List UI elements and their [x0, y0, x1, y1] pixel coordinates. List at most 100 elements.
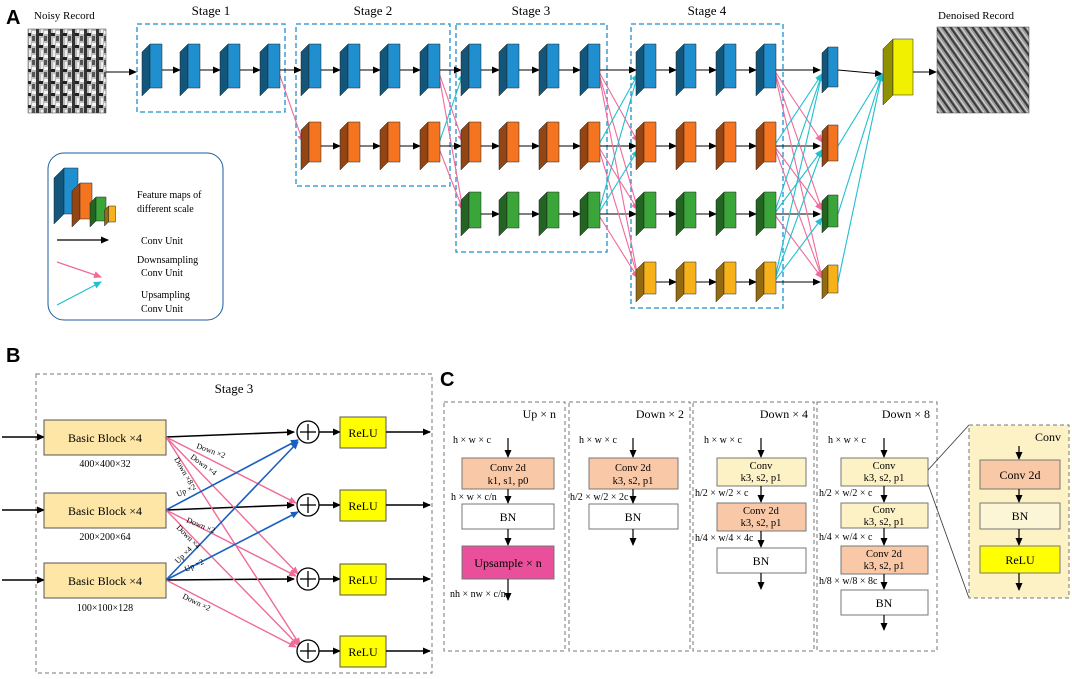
module-up-bn-label: BN — [500, 510, 517, 524]
connection-lines — [106, 66, 937, 286]
cube-s4-r3-1 — [635, 191, 657, 237]
module-up-upsample — [461, 545, 555, 580]
fusion-lines — [165, 428, 301, 648]
module-down8-conv3 — [840, 545, 929, 575]
panel-a-letter: A — [6, 7, 20, 29]
cube-s4-r4-2 — [675, 261, 697, 303]
stage-3-title: Stage 3 — [512, 3, 551, 18]
cube-s4-r2-2 — [675, 121, 697, 171]
module-up-conv-l1: Conv 2d — [490, 463, 527, 474]
module-up-box — [443, 401, 566, 652]
module-up-in: h × w × c — [453, 435, 492, 446]
stage-2-title: Stage 2 — [354, 3, 393, 18]
basic-block-2 — [43, 492, 167, 529]
cube-s1-r1-1 — [141, 43, 163, 97]
cube-s4-r4-3 — [715, 261, 737, 303]
cube-s2-r1-2 — [339, 43, 361, 97]
legend-down-arrow — [56, 261, 102, 279]
cube-s4-r4-4 — [755, 261, 777, 303]
module-down8-mid2: h/4 × w/4 × c — [819, 532, 873, 543]
module-down8-conv2-l2: k3, s2, p1 — [864, 517, 905, 528]
basic-block-2-dims: 200×200×64 — [79, 532, 130, 543]
module-up-upsample-label: Upsample × n — [474, 556, 541, 570]
cube-s1-r1-4 — [259, 43, 281, 97]
relu-4-label: ReLU — [348, 645, 378, 659]
module-down2-in: h × w × c — [579, 435, 618, 446]
cube-s2-r2-3 — [379, 121, 401, 171]
relu-1-label: ReLU — [348, 426, 378, 440]
module-down8-conv3-l1: Conv 2d — [866, 549, 903, 560]
legend-up-label-2: Conv Unit — [141, 304, 183, 315]
module-down8-conv2 — [840, 502, 929, 529]
module-down8-mid3: h/8 × w/8 × 8c — [819, 576, 878, 587]
module-down8-mid1: h/2 × w/2 × c — [819, 488, 873, 499]
cube-s3-r2-3 — [538, 121, 560, 171]
relu-1 — [339, 416, 387, 449]
module-down2-mid: h/2 × w/2 × 2c — [570, 492, 629, 503]
denoised-record-image — [936, 26, 1030, 114]
cube-s4-r1-2 — [675, 43, 697, 97]
denoised-record-label: Denoised Record — [938, 10, 1015, 22]
basic-block-1 — [43, 419, 167, 456]
noisy-record-label: Noisy Record — [34, 10, 95, 22]
stage-1-title: Stage 1 — [192, 3, 231, 18]
legend-down-label-2: Conv Unit — [141, 268, 183, 279]
cube-s3-r2-2 — [498, 121, 520, 171]
cube-s1-r1-2 — [179, 43, 201, 97]
module-down8-in: h × w × c — [828, 435, 867, 446]
module-down4-in: h × w × c — [704, 435, 743, 446]
cube-s4-r3-3 — [715, 191, 737, 237]
cube-s3-r2-1 — [460, 121, 482, 171]
fusion-cube-r3 — [821, 194, 839, 234]
conv-detail-conv2d-label: Conv 2d — [999, 468, 1040, 482]
legend-cube-yellow — [104, 205, 116, 227]
cube-s2-r1-3 — [379, 43, 401, 97]
output-fusion-block — [882, 38, 914, 106]
module-down8-box — [816, 401, 938, 652]
fusion-cube-r2 — [821, 124, 839, 168]
module-down8-conv3-l2: k3, s2, p1 — [864, 561, 905, 572]
cube-s3-r2-4 — [579, 121, 601, 171]
cube-s2-r2-1 — [300, 121, 322, 171]
legend-feature-maps-icon — [53, 167, 116, 228]
cube-s2-r2-4 — [419, 121, 441, 171]
module-up-conv-l2: k1, s1, p0 — [488, 476, 529, 487]
conv-detail-bn — [979, 502, 1061, 530]
conv-detail-relu — [979, 545, 1061, 574]
conv-detail-conv2d — [979, 459, 1061, 490]
conv-detail-relu-label: ReLU — [1005, 553, 1035, 567]
cube-s4-r2-1 — [635, 121, 657, 171]
legend-box — [47, 152, 224, 321]
module-down4-bn-label: BN — [753, 554, 770, 568]
relu-2 — [339, 489, 387, 522]
module-down2-bn-label: BN — [625, 510, 642, 524]
sum-nodes — [296, 420, 320, 663]
cube-s2-r2-2 — [339, 121, 361, 171]
basic-block-3-dims: 100×100×128 — [77, 603, 133, 614]
module-down4-box — [692, 401, 815, 652]
module-down4-conv1-l1: Conv — [750, 461, 774, 472]
module-down8-conv2-l1: Conv — [873, 505, 897, 516]
cube-s4-r4-1 — [635, 261, 657, 303]
basic-block-2-label: Basic Block ×4 — [68, 504, 142, 518]
legend-feature-maps-label-2: different scale — [137, 204, 194, 215]
legend-feature-maps-label-1: Feature maps of — [137, 190, 202, 201]
zoom-line-top — [927, 424, 970, 471]
cube-s3-r1-3 — [538, 43, 560, 97]
module-down4-conv1-l2: k3, s2, p1 — [741, 473, 782, 484]
cube-s3-r1-2 — [498, 43, 520, 97]
module-down2-box — [568, 401, 691, 652]
module-up-out: nh × nw × c/n — [450, 589, 506, 600]
cube-s2-r1-4 — [419, 43, 441, 97]
relu-2-label: ReLU — [348, 499, 378, 513]
cube-s3-r3-2 — [498, 191, 520, 237]
conv-detail-bn-label: BN — [1012, 509, 1029, 523]
zoom-line-bottom — [927, 483, 970, 599]
cube-s4-r3-2 — [675, 191, 697, 237]
module-up-mid: h × w × c/n — [451, 492, 497, 503]
cube-s3-r3-3 — [538, 191, 560, 237]
label-r3-down2: Down ×2 — [181, 592, 212, 613]
noisy-record-image — [27, 28, 107, 114]
panel-b-letter: B — [6, 345, 20, 367]
